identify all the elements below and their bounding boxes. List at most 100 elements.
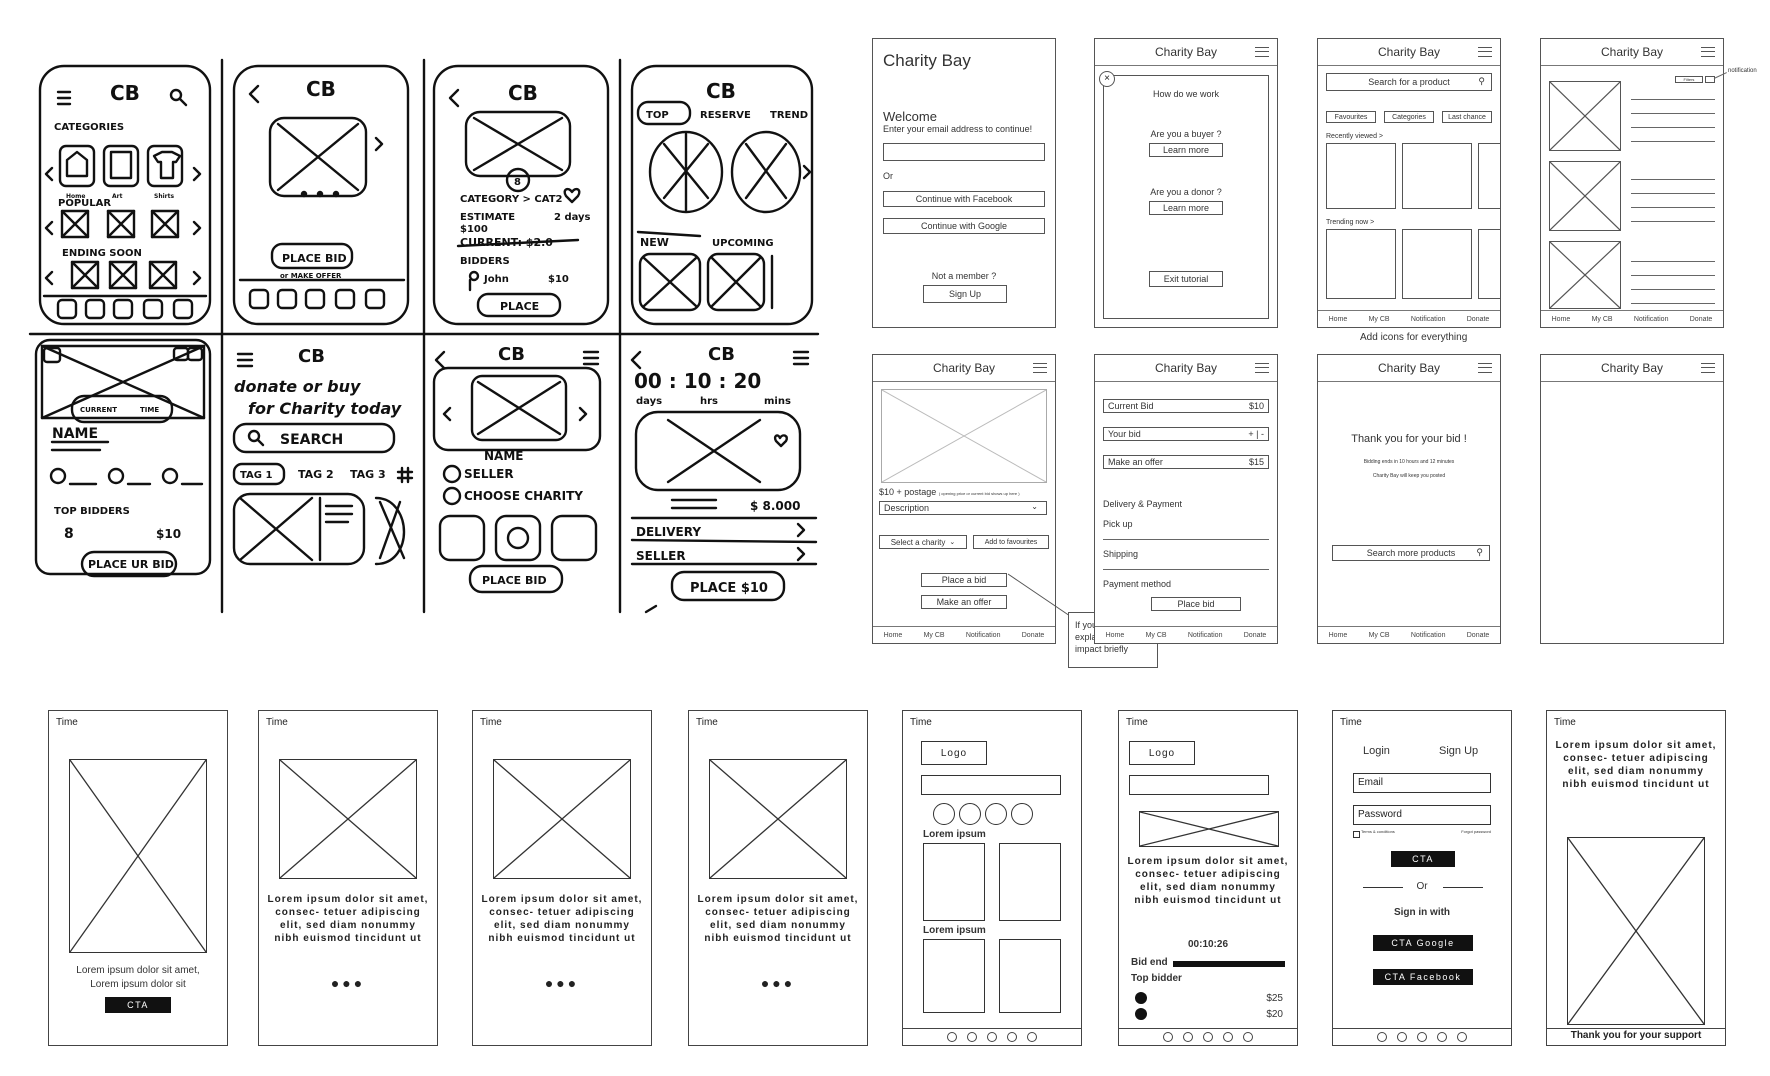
footer-home[interactable]: Home: [1551, 315, 1571, 323]
menu-icon[interactable]: [1701, 363, 1715, 373]
nav-dot[interactable]: [1243, 1032, 1253, 1042]
pagination-dots[interactable]: ●●●: [760, 975, 796, 991]
notification-box[interactable]: [1705, 76, 1715, 83]
product-card[interactable]: [923, 939, 985, 1013]
charity-select[interactable]: Select a charity⌄: [879, 535, 967, 549]
exit-tutorial-button[interactable]: Exit tutorial: [1149, 271, 1223, 287]
nav-dot[interactable]: [947, 1032, 957, 1042]
nav-dot[interactable]: [967, 1032, 977, 1042]
nav-dot[interactable]: [1027, 1032, 1037, 1042]
google-button[interactable]: CTA Google: [1373, 935, 1473, 951]
nav-dot[interactable]: [1417, 1032, 1427, 1042]
email-field[interactable]: Email: [1353, 773, 1491, 793]
list-image[interactable]: [1549, 161, 1621, 231]
product-card[interactable]: [999, 939, 1061, 1013]
footer-home[interactable]: Home: [1105, 631, 1125, 639]
recent-card[interactable]: [1478, 143, 1500, 209]
footer-notification[interactable]: Notification: [1410, 315, 1446, 323]
tab-categories[interactable]: Categories: [1384, 111, 1434, 123]
footer-notification[interactable]: Notification: [1410, 631, 1446, 639]
footer-mycb[interactable]: My CB: [1368, 315, 1390, 323]
footer-mycb[interactable]: My CB: [923, 631, 945, 639]
menu-icon[interactable]: [1478, 47, 1492, 57]
search-input[interactable]: [1129, 775, 1269, 795]
footer-home[interactable]: Home: [1328, 315, 1348, 323]
pagination-dots[interactable]: ●●●: [544, 975, 580, 991]
footer-mycb[interactable]: My CB: [1145, 631, 1167, 639]
signup-button[interactable]: Sign Up: [923, 285, 1007, 303]
place-bid-button[interactable]: Place bid: [1151, 597, 1241, 611]
footer-donate[interactable]: Donate: [1466, 631, 1490, 639]
trending-card[interactable]: [1478, 229, 1500, 299]
footer-mycb[interactable]: My CB: [1591, 315, 1613, 323]
email-input[interactable]: [883, 143, 1045, 161]
list-image[interactable]: [1549, 81, 1621, 151]
nav-dot[interactable]: [1457, 1032, 1467, 1042]
footer-notification[interactable]: Notification: [1633, 315, 1669, 323]
cta-button[interactable]: CTA: [105, 997, 171, 1013]
nav-dot[interactable]: [1183, 1032, 1193, 1042]
recent-card[interactable]: [1402, 143, 1472, 209]
menu-icon[interactable]: [1701, 47, 1715, 57]
nav-dot[interactable]: [987, 1032, 997, 1042]
footer-home[interactable]: Home: [883, 631, 903, 639]
shipping-option[interactable]: Shipping: [1103, 549, 1139, 559]
list-image[interactable]: [1549, 241, 1621, 309]
menu-icon[interactable]: [1255, 47, 1269, 57]
password-field[interactable]: Password: [1353, 805, 1491, 825]
footer-notification[interactable]: Notification: [965, 631, 1001, 639]
tab-last-chance[interactable]: Last chance: [1442, 111, 1492, 123]
footer-home[interactable]: Home: [1328, 631, 1348, 639]
footer-donate[interactable]: Donate: [1689, 315, 1713, 323]
category-circle[interactable]: [1011, 803, 1033, 825]
menu-icon[interactable]: [1255, 363, 1269, 373]
footer-donate[interactable]: Donate: [1021, 631, 1045, 639]
close-icon[interactable]: ×: [1099, 71, 1115, 87]
nav-dot[interactable]: [1163, 1032, 1173, 1042]
footer-donate[interactable]: Donate: [1243, 631, 1267, 639]
forgot-password-link[interactable]: Forgot password: [1461, 829, 1491, 834]
recently-viewed-link[interactable]: Recently viewed >: [1326, 133, 1384, 140]
learn-more-donor-button[interactable]: Learn more: [1149, 201, 1223, 215]
menu-icon[interactable]: [1033, 363, 1047, 373]
place-bid-button[interactable]: Place a bid: [921, 573, 1007, 587]
description-dropdown[interactable]: Description⌄: [879, 501, 1047, 515]
footer-donate[interactable]: Donate: [1466, 315, 1490, 323]
make-offer-button[interactable]: Make an offer: [921, 595, 1007, 609]
google-button[interactable]: Continue with Google: [883, 218, 1045, 234]
nav-dot[interactable]: [1223, 1032, 1233, 1042]
nav-dot[interactable]: [1397, 1032, 1407, 1042]
search-more-input[interactable]: Search more products⚲: [1332, 545, 1490, 561]
category-circle[interactable]: [959, 803, 981, 825]
make-offer-row[interactable]: Make an offer$15: [1103, 455, 1269, 469]
nav-dot[interactable]: [1437, 1032, 1447, 1042]
trending-link[interactable]: Trending now >: [1326, 219, 1375, 226]
product-card[interactable]: [923, 843, 985, 921]
facebook-button[interactable]: CTA Facebook: [1373, 969, 1473, 985]
nav-dot[interactable]: [1203, 1032, 1213, 1042]
terms-checkbox[interactable]: [1353, 831, 1360, 838]
footer-mycb[interactable]: My CB: [1368, 631, 1390, 639]
product-card[interactable]: [999, 843, 1061, 921]
trending-card[interactable]: [1326, 229, 1396, 299]
trending-card[interactable]: [1402, 229, 1472, 299]
nav-dot[interactable]: [1377, 1032, 1387, 1042]
tab-signup[interactable]: Sign Up: [1439, 745, 1479, 757]
menu-icon[interactable]: [1478, 363, 1492, 373]
tab-favourites[interactable]: Favourites: [1326, 111, 1376, 123]
search-input[interactable]: [921, 775, 1061, 795]
cta-button[interactable]: CTA: [1391, 851, 1455, 867]
pagination-dots[interactable]: ●●●: [330, 975, 366, 991]
your-bid-controls[interactable]: + | -: [1248, 429, 1264, 439]
nav-dot[interactable]: [1007, 1032, 1017, 1042]
learn-more-buyer-button[interactable]: Learn more: [1149, 143, 1223, 157]
terms-label[interactable]: Terms & conditions: [1361, 829, 1395, 834]
footer-notification[interactable]: Notification: [1187, 631, 1223, 639]
your-bid-stepper[interactable]: Your bid+ | -: [1103, 427, 1269, 441]
category-circle[interactable]: [985, 803, 1007, 825]
category-circle[interactable]: [933, 803, 955, 825]
home-search-input[interactable]: Search for a product⚲: [1326, 73, 1492, 91]
tab-login[interactable]: Login: [1363, 745, 1390, 757]
payment-method[interactable]: Payment method: [1103, 579, 1172, 589]
filters-button[interactable]: Filters: [1675, 76, 1703, 83]
